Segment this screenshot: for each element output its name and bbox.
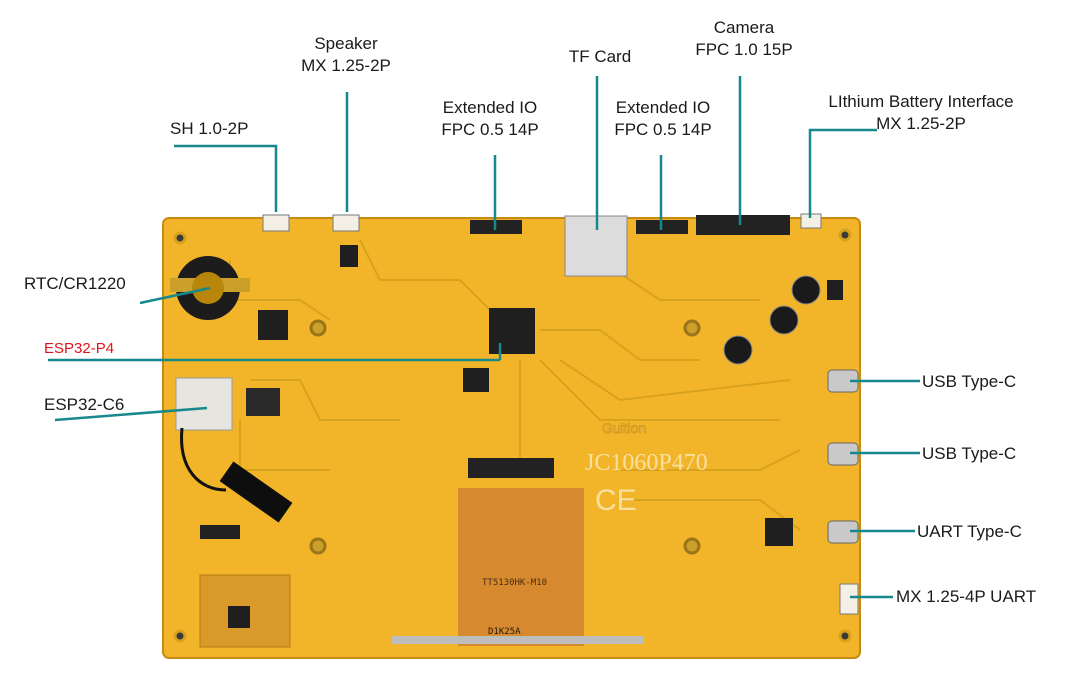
label-battery: LIthium Battery Interface MX 1.25-2P xyxy=(828,91,1013,135)
camera-fpc xyxy=(696,215,790,235)
fpc-print-1: TT5130HK-M10 xyxy=(482,578,547,588)
label-battery-line1: LIthium Battery Interface xyxy=(828,92,1014,111)
mount-hole xyxy=(683,319,701,337)
speaker-connector xyxy=(332,214,360,232)
label-camera-line1: Camera xyxy=(713,18,775,37)
callout-lines xyxy=(48,76,920,599)
label-uart-c: UART Type-C xyxy=(917,522,1022,541)
label-esp32-p4: ESP32-P4 xyxy=(44,340,115,357)
ic-chip xyxy=(258,310,288,340)
label-tf-card: TF Card xyxy=(568,47,632,66)
label-speaker-line1: Speaker xyxy=(314,34,378,53)
mount-hole xyxy=(683,537,701,555)
sh-connector xyxy=(262,214,290,232)
antenna xyxy=(219,461,293,523)
mount-hole xyxy=(173,231,187,245)
label-camera-line2: FPC 1.0 15P xyxy=(695,40,793,59)
label-ext-io-2-line1: Extended IO xyxy=(615,98,711,117)
ic-chip xyxy=(463,368,489,392)
mount-hole xyxy=(309,537,327,555)
fpc-ribbon xyxy=(458,488,584,646)
label-battery-line2: MX 1.25-2P xyxy=(876,114,966,133)
label-speaker: Speaker MX 1.25-2P xyxy=(301,33,391,77)
esp32-c6-module xyxy=(175,377,233,431)
fpc-print-2: D1K25A xyxy=(488,627,521,637)
capacitor xyxy=(791,275,821,305)
label-ext-io-1-line2: FPC 0.5 14P xyxy=(441,120,539,139)
flex-connector xyxy=(200,525,240,539)
board-model: JC1060P470 xyxy=(585,450,708,476)
mount-hole xyxy=(838,228,852,242)
capacitor xyxy=(769,305,799,335)
touch-ic xyxy=(228,606,250,628)
fpc-connector xyxy=(468,458,554,478)
antenna-cable xyxy=(180,427,227,492)
board-logo: Guition xyxy=(602,420,646,436)
ic-chip xyxy=(765,518,793,546)
mx-uart-connector xyxy=(839,583,859,615)
ic-chip xyxy=(827,280,843,300)
label-ext-io-1: Extended IO FPC 0.5 14P xyxy=(441,97,538,141)
mount-hole xyxy=(838,629,852,643)
label-esp32-c6: ESP32-C6 xyxy=(44,395,125,414)
esp32-p4-chip xyxy=(489,308,535,354)
label-camera: Camera FPC 1.0 15P xyxy=(695,17,792,61)
label-rtc: RTC/CR1220 xyxy=(24,274,126,293)
label-mx-uart: MX 1.25-4P UART xyxy=(896,587,1037,606)
mount-hole xyxy=(173,629,187,643)
board-marks: CE xyxy=(595,484,637,517)
label-ext-io-2-line2: FPC 0.5 14P xyxy=(614,120,712,139)
label-ext-io-2: Extended IO FPC 0.5 14P xyxy=(614,97,711,141)
ic-chip xyxy=(340,245,358,267)
label-usb-1: USB Type-C xyxy=(922,372,1017,391)
label-sh: SH 1.0-2P xyxy=(170,119,249,138)
capacitor xyxy=(723,335,753,365)
mount-hole xyxy=(309,319,327,337)
label-ext-io-1-line1: Extended IO xyxy=(442,98,538,117)
label-speaker-line2: MX 1.25-2P xyxy=(301,56,391,75)
label-usb-2: USB Type-C xyxy=(922,444,1017,463)
lcd-edge xyxy=(392,636,644,644)
pin-header xyxy=(246,388,280,416)
